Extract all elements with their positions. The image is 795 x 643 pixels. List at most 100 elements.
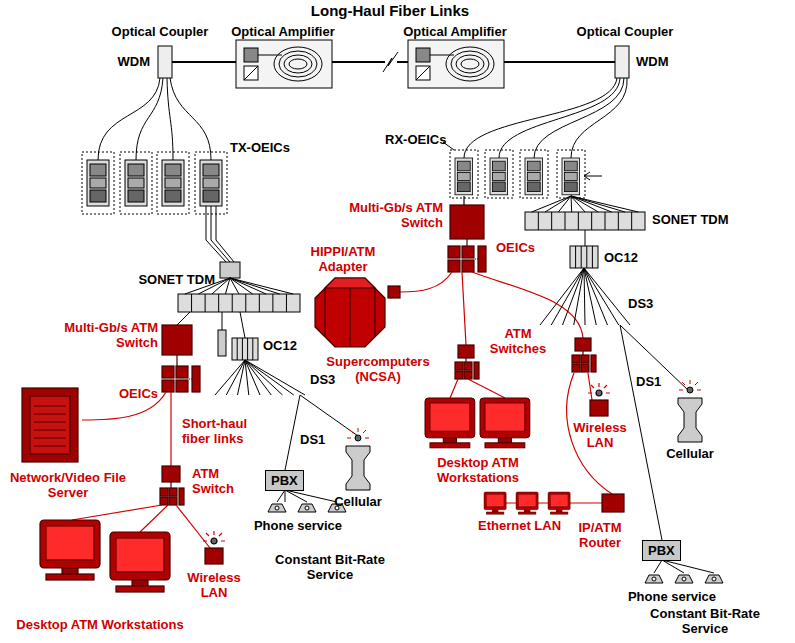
mux-cell <box>538 212 539 230</box>
fan-line <box>558 196 571 212</box>
tx-side <box>167 78 173 160</box>
rx-atm <box>463 196 464 205</box>
long-haul-fiber <box>383 52 398 72</box>
long-haul-fiber <box>172 61 236 63</box>
rx-atm <box>465 358 466 362</box>
part-label: IP/ATM Router <box>568 520 633 550</box>
tx-atm <box>162 366 200 392</box>
tx-atm <box>110 532 170 592</box>
tx-side <box>120 152 152 214</box>
fan-line <box>225 278 230 294</box>
tx-atm <box>34 406 66 446</box>
part-label: Network/Video File Server <box>8 470 128 500</box>
tx-side <box>232 338 258 360</box>
rx-atm <box>516 492 538 514</box>
tx-side <box>285 395 358 470</box>
tx-atm <box>22 325 225 592</box>
part-label: Desktop ATM Workstations <box>0 617 200 632</box>
mux-cell <box>191 294 192 312</box>
part-label: Multi-Gb/s ATM Switch <box>48 320 158 350</box>
tx-side <box>347 428 369 441</box>
part-label: WDM <box>636 54 696 69</box>
part-label: TX-OEICs <box>230 140 310 155</box>
fan-line <box>545 196 571 212</box>
mux-cell <box>286 294 287 312</box>
part-label: Cellular <box>323 494 393 509</box>
diagram-title: Long-Haul Fiber Links <box>240 2 540 20</box>
long-haul-fiber <box>332 61 385 63</box>
rx-side <box>705 575 723 583</box>
fan-line <box>563 268 585 325</box>
tx-side <box>195 152 227 214</box>
part-label: DS3 <box>310 372 350 387</box>
part-label: Supercomputers (NCSA) <box>318 354 438 384</box>
long-haul-fiber <box>408 40 504 88</box>
long-haul-fiber <box>504 61 615 63</box>
rx-atm <box>450 379 505 398</box>
rx-side <box>571 78 627 158</box>
rx-atm <box>458 345 474 358</box>
rx-atm <box>575 338 591 351</box>
rx-side <box>525 212 645 230</box>
mux-cell <box>591 212 592 230</box>
part-label: Constant Bit-Rate Service <box>638 606 773 636</box>
part-label: Phone service <box>243 518 353 533</box>
pbx-box: PBX <box>265 470 304 491</box>
tx-side <box>157 152 189 214</box>
mux-cell <box>237 338 238 360</box>
tx-atm <box>40 520 100 580</box>
tx-atm <box>203 531 225 544</box>
rx-side <box>562 158 580 195</box>
part-label: Constant Bit-Rate Service <box>263 552 398 582</box>
tx-side <box>206 206 234 262</box>
rx-side <box>443 78 723 583</box>
part-label: HIPPI/ATM Adapter <box>298 244 388 274</box>
tx-atm <box>162 325 192 355</box>
part-label: OC12 <box>604 250 654 265</box>
part-label: OEICs <box>98 386 158 401</box>
part-label: OEICs <box>496 240 556 255</box>
rx-side <box>654 560 714 573</box>
fan-line <box>571 196 573 212</box>
fan-line <box>238 360 246 395</box>
mux-cell <box>252 338 253 360</box>
rx-atm <box>425 398 475 448</box>
tx-atm <box>30 396 70 454</box>
tx-side <box>125 160 147 206</box>
rx-side <box>450 150 478 198</box>
rx-atm <box>484 492 506 514</box>
fan-line <box>584 268 596 325</box>
mux-cell <box>218 294 219 312</box>
part-label: Wireless LAN <box>573 420 628 450</box>
rx-side <box>520 150 548 198</box>
rx-side <box>464 78 617 158</box>
rx-atm <box>450 205 484 239</box>
rx-side <box>485 150 513 198</box>
rx-side <box>525 158 543 195</box>
fan-line <box>226 360 245 395</box>
part-label: Optical Amplifier <box>390 24 520 39</box>
pbx-label: PBX <box>648 543 675 558</box>
fan-line <box>215 360 245 395</box>
tx-atm <box>170 482 171 488</box>
tx-side <box>200 160 222 206</box>
tx-side <box>298 504 316 512</box>
mux-cell <box>578 212 579 230</box>
rx-atm <box>315 196 624 514</box>
rx-side <box>557 150 585 198</box>
part-label: Optical Coupler <box>570 24 680 39</box>
fan-line <box>230 278 293 294</box>
rx-atm <box>582 351 583 355</box>
tx-atm <box>160 488 184 505</box>
rx-atm <box>588 383 610 396</box>
mux-cell <box>245 294 246 312</box>
tx-side <box>98 78 160 160</box>
fan-line <box>584 268 608 325</box>
tx-side <box>346 446 370 490</box>
rx-atm <box>462 272 466 345</box>
part-label: Optical Amplifier <box>218 24 348 39</box>
fan-line <box>584 268 619 325</box>
mux-cell <box>247 338 248 360</box>
mux-cell <box>592 246 593 268</box>
part-label: SONET TDM <box>115 272 215 287</box>
